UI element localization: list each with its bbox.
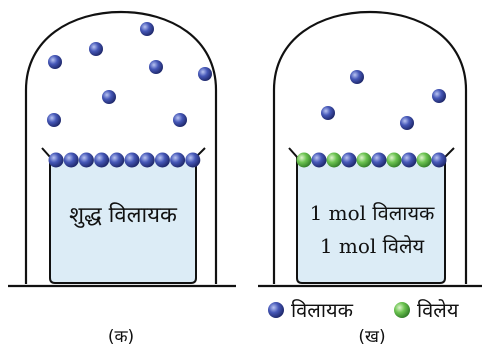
solvent-particle (170, 152, 186, 168)
vapour-particles-a (47, 22, 212, 127)
beaker-b-line1: 1 mol विलायक (310, 201, 435, 225)
solvent-particle (63, 152, 79, 168)
solvent-particle (124, 152, 140, 168)
solvent-particle (401, 152, 417, 168)
legend-solute-label: विलेय (417, 298, 459, 322)
solvent-particle (198, 67, 212, 81)
solvent-particle (173, 113, 187, 127)
panel-a: शुद्ध विलायक (क) (8, 10, 236, 347)
legend: विलायक विलेय (268, 298, 459, 322)
solvent-particle (140, 22, 154, 36)
legend-solvent-marker (268, 302, 284, 318)
solvent-particle (139, 152, 155, 168)
surface-particles-b (296, 152, 447, 168)
beaker-b-line2: 1 mol विलेय (320, 234, 425, 258)
solvent-particle (350, 70, 364, 84)
beaker-a (41, 147, 206, 284)
solvent-particle (432, 89, 446, 103)
solute-particle (386, 152, 402, 168)
legend-solvent-label: विलायक (291, 298, 354, 322)
solvent-particle (48, 152, 64, 168)
solvent-particle (431, 152, 447, 168)
solvent-particle (371, 152, 387, 168)
solvent-particle (154, 152, 170, 168)
bell-jar-a (24, 10, 218, 284)
solute-particle (356, 152, 372, 168)
panel-b: 1 mol विलायक 1 mol विलेय विलायक विलेय (ख… (258, 10, 482, 347)
caption-a: (क) (108, 327, 134, 347)
solvent-particle (102, 90, 116, 104)
solvent-particle (94, 152, 110, 168)
legend-solute-marker (394, 302, 410, 318)
solute-particle (416, 152, 432, 168)
surface-particles-a (48, 152, 201, 168)
beaker-b (288, 147, 455, 284)
solvent-particle (321, 106, 335, 120)
caption-b: (ख) (358, 327, 385, 347)
liquid-a (50, 160, 196, 282)
solute-particle (296, 152, 312, 168)
solvent-particle (185, 152, 201, 168)
solute-particle (326, 152, 342, 168)
solvent-particle (400, 116, 414, 130)
bell-jar-b (272, 10, 468, 284)
solvent-particle (48, 55, 62, 69)
solvent-particle (78, 152, 94, 168)
solvent-particle (311, 152, 327, 168)
liquid-b (297, 160, 445, 282)
solvent-particle (149, 60, 163, 74)
solvent-particle (47, 113, 61, 127)
vapour-particles-b (321, 70, 446, 130)
solvent-particle (341, 152, 357, 168)
solvent-particle (89, 42, 103, 56)
beaker-a-text: शुद्ध विलायक (69, 202, 178, 228)
solvent-particle (109, 152, 125, 168)
